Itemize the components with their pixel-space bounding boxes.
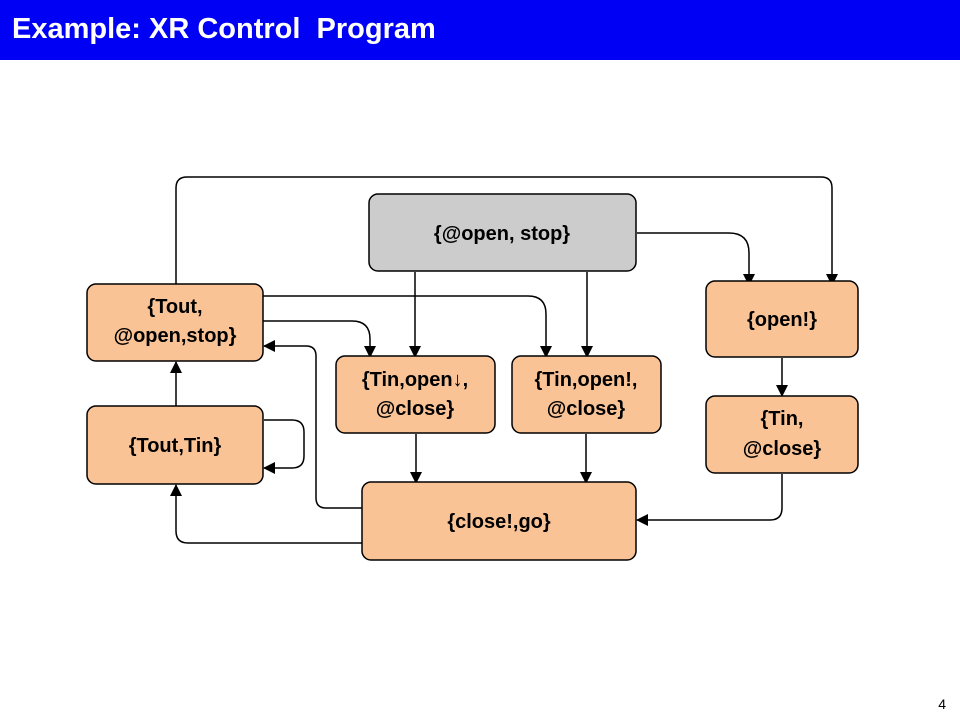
title-bar: Example: XR Control Program [0, 0, 960, 60]
state-tin-close-line-2: @close} [743, 438, 822, 460]
state-open-bang-box [705, 280, 859, 358]
state-close-go: {close!,go} [361, 481, 637, 561]
nodes: {@open, stop} {Tout, @open,stop} {Tout,T… [86, 193, 859, 561]
slide-title: Example: XR Control Program [12, 13, 436, 45]
edge-close-go-to-tout-open-stop [263, 340, 362, 509]
state-tin-open-bang-close-box [511, 355, 662, 434]
state-tin-open-down-close-line-2: @close} [376, 398, 455, 420]
state-tout-tin: {Tout,Tin} [86, 405, 264, 485]
state-tin-open-bang-close-line-2: @close} [547, 398, 626, 420]
state-tin-close-box [705, 395, 859, 474]
edge-tout-open-stop-to-open-bang [175, 176, 838, 286]
state-close-go-box [361, 481, 637, 561]
state-tin-open-down-close-box [335, 355, 496, 434]
edge-tout-open-stop-to-tin-open-down-close [262, 320, 376, 358]
edge-open-stop-to-open-bang [637, 232, 755, 286]
edges [170, 176, 838, 544]
state-tout-open-stop-line-2: @open,stop} [114, 325, 237, 347]
state-close-go-line-1: {close!,go} [447, 511, 551, 533]
state-tin-open-down-close-line-1: {Tin,open↓, [362, 369, 468, 391]
state-tin-close-line-1: {Tin, [761, 408, 804, 430]
state-open-bang-line-1: {open!} [747, 309, 817, 331]
state-open-stop-line-1: {@open, stop} [434, 223, 570, 245]
page-number: 4 [938, 696, 946, 712]
state-tin-close: {Tin, @close} [705, 395, 859, 474]
state-tout-open-stop: {Tout, @open,stop} [86, 283, 264, 362]
edge-tin-close-to-close-go [636, 474, 783, 526]
state-open-stop: {@open, stop} [368, 193, 637, 272]
state-open-stop-box [368, 193, 637, 272]
edge-tout-open-stop-to-tin-open-bang-close [262, 295, 552, 358]
edge-tout-tin-self-loop [263, 419, 305, 474]
edge-close-go-to-tout-tin [170, 484, 362, 544]
state-tout-open-stop-box [86, 283, 264, 362]
state-tout-open-stop-line-1: {Tout, [147, 296, 202, 318]
state-tin-open-down-close: {Tin,open↓, @close} [335, 355, 496, 434]
state-tout-tin-box [86, 405, 264, 485]
state-tin-open-bang-close: {Tin,open!, @close} [511, 355, 662, 434]
state-tout-tin-line-1: {Tout,Tin} [129, 435, 222, 457]
state-tin-open-bang-close-line-1: {Tin,open!, [535, 369, 638, 391]
state-open-bang: {open!} [705, 280, 859, 358]
